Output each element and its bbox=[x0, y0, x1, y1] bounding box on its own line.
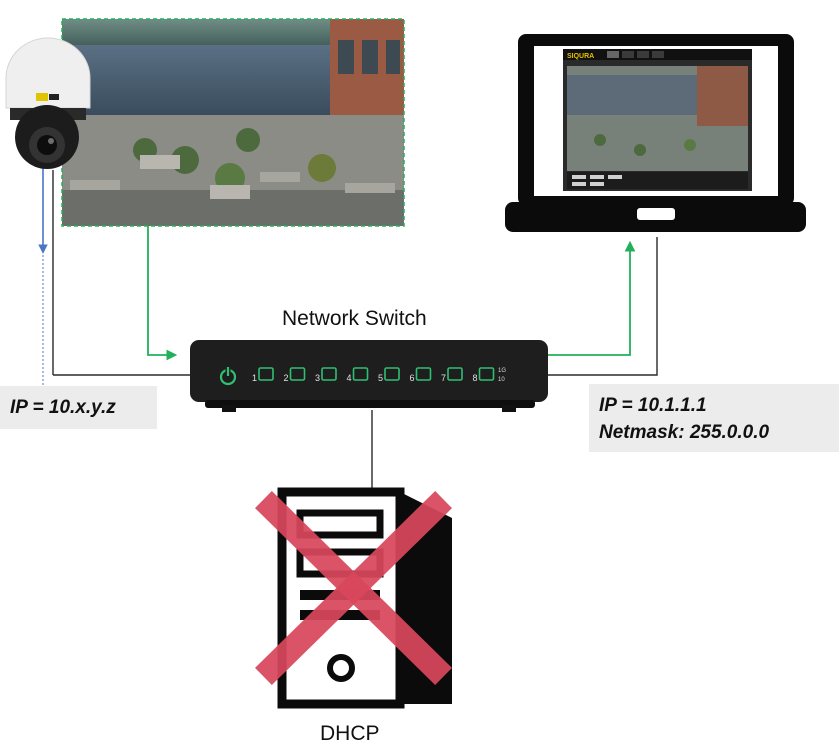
port-number-3: 3 bbox=[315, 373, 320, 383]
switch-to-laptop-cable bbox=[548, 237, 658, 376]
switch-label: Network Switch bbox=[282, 307, 427, 330]
port-number-6: 6 bbox=[410, 373, 415, 383]
laptop-screen-content: SIQURA bbox=[563, 49, 752, 191]
ethernet-port-icon bbox=[258, 367, 274, 381]
port-number-4: 4 bbox=[347, 373, 352, 383]
ethernet-port-icon bbox=[415, 367, 432, 381]
camera-video-frame bbox=[61, 18, 405, 227]
switch-ports: 1 2 3 4 5 6 7 8 bbox=[252, 367, 495, 383]
ethernet-port-icon bbox=[384, 367, 400, 381]
laptop-ip-box: IP = 10.1.1.1 Netmask: 255.0.0.0 bbox=[589, 384, 839, 452]
port-number-5: 5 bbox=[378, 373, 383, 383]
ethernet-port-icon bbox=[447, 367, 463, 381]
network-switch-icon: 1 2 3 4 5 6 7 8 1G 10 bbox=[190, 340, 548, 412]
screen-brand: SIQURA bbox=[567, 53, 594, 60]
port-number-1: 1 bbox=[252, 373, 257, 383]
camera-ip-box: IP = 10.x.y.z bbox=[0, 386, 157, 429]
ethernet-port-icon bbox=[289, 367, 306, 381]
port-number-2: 2 bbox=[284, 373, 289, 383]
power-icon bbox=[219, 367, 237, 386]
laptop-netmask-text: Netmask: 255.0.0.0 bbox=[599, 422, 770, 443]
dhcp-unavailable-cross bbox=[255, 491, 452, 685]
ethernet-port-icon bbox=[478, 367, 495, 381]
camera-ip-text: IP = 10.x.y.z bbox=[10, 397, 116, 418]
uplink-label-bottom: 10 bbox=[498, 377, 505, 383]
ptz-camera-icon bbox=[5, 37, 91, 169]
laptop-icon: SIQURA bbox=[505, 34, 806, 232]
camera-to-switch-cable bbox=[52, 170, 190, 376]
ethernet-port-icon bbox=[321, 367, 337, 381]
ethernet-port-icon bbox=[352, 367, 369, 381]
uplink-label-top: 1G bbox=[498, 368, 506, 374]
server-label: DHCP bbox=[320, 722, 380, 745]
video-stream-arrow bbox=[147, 226, 636, 361]
port-number-8: 8 bbox=[473, 373, 478, 383]
laptop-ip-text: IP = 10.1.1.1 bbox=[599, 395, 707, 416]
port-number-7: 7 bbox=[441, 373, 446, 383]
